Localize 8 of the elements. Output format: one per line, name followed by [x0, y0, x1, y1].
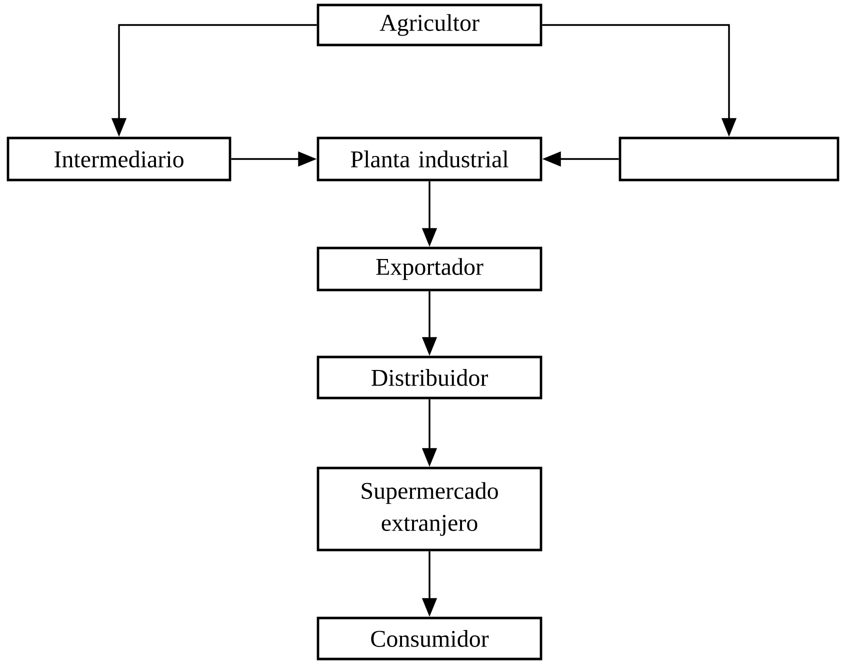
empty-box [618, 136, 840, 182]
process-box: Consumidor [316, 616, 542, 660]
process-box: Exportador [316, 246, 542, 292]
process-box: Intermediario [6, 136, 232, 182]
process-box: Planta industrial [316, 136, 542, 182]
process-box: Supermercado extranjero [316, 466, 542, 552]
process-box: Agricultor [316, 4, 542, 46]
process-box: Distribuidor [316, 356, 542, 400]
